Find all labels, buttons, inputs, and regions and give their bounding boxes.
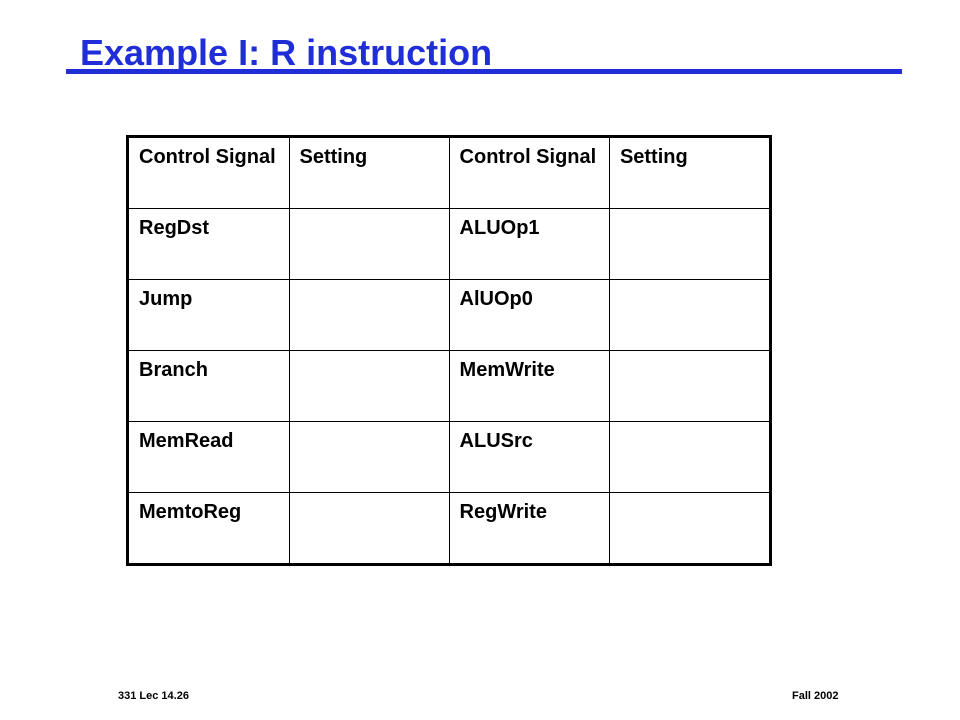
signal-name-cell: ALUSrc: [448, 421, 610, 493]
setting-cell: [608, 421, 772, 493]
signal-name-cell: MemtoReg: [127, 492, 290, 565]
header-control-signal-2: Control Signal: [448, 136, 610, 209]
title-underline: [66, 69, 902, 74]
header-control-signal-1: Control Signal: [127, 136, 290, 209]
setting-cell: [288, 279, 450, 351]
signal-name-cell: RegWrite: [448, 492, 610, 565]
footer-term: Fall 2002: [792, 690, 839, 702]
header-setting-1: Setting: [288, 136, 450, 209]
slide-title: Example I: R instruction: [80, 32, 493, 73]
table-row: MemRead ALUSrc: [127, 421, 772, 493]
signal-name-cell: Jump: [127, 279, 290, 351]
header-setting-2: Setting: [608, 136, 772, 209]
setting-cell: [608, 492, 772, 565]
setting-cell: [608, 208, 772, 280]
setting-cell: [288, 421, 450, 493]
setting-cell: [608, 279, 772, 351]
signal-name-cell: AlUOp0: [448, 279, 610, 351]
table-row: MemtoReg RegWrite: [127, 492, 772, 565]
table-row: RegDst ALUOp1: [127, 208, 772, 280]
control-signal-table: Control Signal Setting Control Signal Se…: [126, 135, 772, 566]
setting-cell: [288, 492, 450, 565]
signal-name-cell: MemRead: [127, 421, 290, 493]
signal-name-cell: MemWrite: [448, 350, 610, 422]
setting-cell: [288, 208, 450, 280]
footer-course-lecture: 331 Lec 14.26: [118, 690, 189, 702]
signal-name-cell: ALUOp1: [448, 208, 610, 280]
signal-name-cell: Branch: [127, 350, 290, 422]
setting-cell: [608, 350, 772, 422]
table-row: Jump AlUOp0: [127, 279, 772, 351]
signal-name-cell: RegDst: [127, 208, 290, 280]
table-row: Branch MemWrite: [127, 350, 772, 422]
setting-cell: [288, 350, 450, 422]
table-header-row: Control Signal Setting Control Signal Se…: [127, 136, 772, 209]
